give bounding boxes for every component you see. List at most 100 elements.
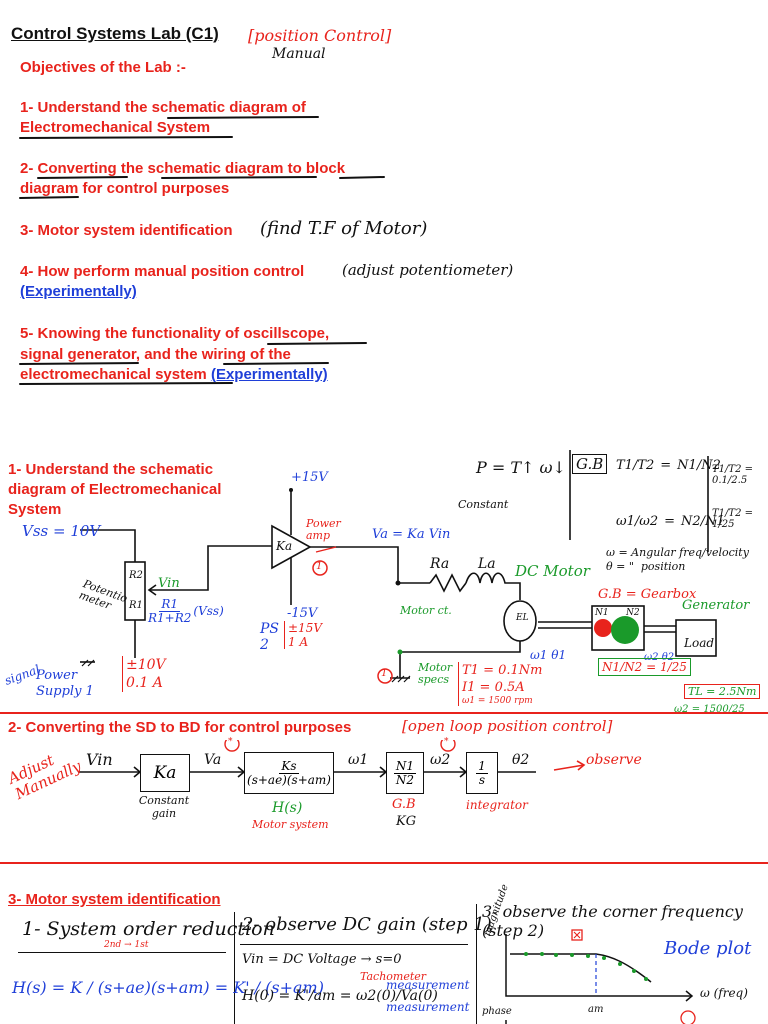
objective-5: 5- Knowing the functionality of oscillsc… <box>20 324 329 386</box>
load-shaft-label: ω2 θ2 <box>644 652 675 663</box>
generator-label: Generator <box>682 598 750 613</box>
motor-spec-torque: T1 = 0.1Nm <box>462 663 543 678</box>
vss-label: Vss = 10V <box>22 522 101 540</box>
objectives-heading: Objectives of the Lab :- <box>20 59 186 76</box>
objective-4-experimental: (Experimentally) <box>20 283 137 300</box>
va-equation: Va = Ka Vin <box>372 527 451 542</box>
bd-w1-label: ω1 <box>348 752 369 768</box>
supply-spec-current: 0.1 A <box>126 675 163 691</box>
section1-title: 1- Understand the schematic diagram of E… <box>8 460 221 520</box>
motor-spec-current: I1 = 0.5A <box>462 680 525 695</box>
col1-title-underline <box>18 952 226 953</box>
power-amp-label: Power amp <box>306 517 341 542</box>
pot-eq-den: R1+R2 <box>148 610 192 625</box>
section2-title: 2- Converting the SD to BD for control p… <box>8 719 352 736</box>
col2-title: 2- observe DC gain (step 1) <box>242 914 492 935</box>
objective-underlines <box>19 116 385 385</box>
gb-value-1: T1/T2 = 0.1/2.5 <box>712 464 753 486</box>
theta-definition: θ = " position <box>606 560 686 573</box>
gb-speed-relation: ω1/ω2=N2/N1 <box>616 514 725 529</box>
bd-theta2-label: θ2 <box>512 752 530 768</box>
motor-ct-label: Motor ct. <box>400 604 452 617</box>
col2-title-underline <box>240 944 468 945</box>
gb-torque-left: T1/T2 <box>616 458 655 473</box>
motor-specs-label: Motor specs <box>418 661 453 686</box>
ps2-spec-current: 1 A <box>288 635 309 649</box>
gear-ratio: N1/N2 = 1/25 <box>598 658 691 676</box>
ps2-spec-voltage: ±15V <box>288 621 322 635</box>
objective-4: 4- How perform manual position control <box>20 263 305 280</box>
section-divider-bottom <box>0 862 768 864</box>
bd-va-label: Va <box>204 752 222 768</box>
objective-5-experimental: (Experimentally) <box>210 366 328 383</box>
gear-n2-label: N2 <box>626 608 640 618</box>
objective-3-note: (find T.F of Motor) <box>260 218 428 239</box>
pot-eq-num: R1 <box>159 597 181 612</box>
col2-measurement-1: measurement <box>386 978 470 992</box>
objective-5-line2: signal generator, and the wiring of the <box>20 345 291 363</box>
gb-title: G.B <box>572 454 608 474</box>
load-label: Load <box>684 636 715 650</box>
omega-definition: ω = Angular freq/velocity <box>606 546 749 559</box>
ground-marker: 1 <box>381 668 388 679</box>
constant-label: Constant <box>458 498 509 511</box>
ps2-label: PS 2 <box>260 621 280 653</box>
objective-5-line1: 5- Knowing the functionality of oscillsc… <box>20 325 330 342</box>
gearbox-label: G.B = Gearbox <box>598 587 697 602</box>
bd-ka-block: Ka <box>140 754 190 792</box>
col3-title: 3- observe the corner frequency (step 2) <box>482 902 743 940</box>
section3-title: 3- Motor system identification <box>8 891 221 908</box>
plus15-label: +15V <box>291 470 328 485</box>
vin-label: Vin <box>158 576 180 591</box>
power-supply-label: Power Supply 1 <box>36 668 94 699</box>
bd-ks-num: Ks <box>279 758 299 774</box>
objective-4-note: (adjust potentiometer) <box>342 261 514 279</box>
supply-specs: ±10V 0.1 A <box>122 656 166 692</box>
dc-motor-label: DC Motor <box>515 562 590 580</box>
integrator-label: integrator <box>466 798 528 812</box>
title-note: [position Control] <box>248 26 392 45</box>
col1-title: 1- System order reduction <box>22 918 275 940</box>
gb-speed-left: ω1/ω2 <box>616 514 659 529</box>
bd-gb-label: G.B <box>392 797 416 812</box>
section-divider-top <box>0 712 768 714</box>
section3-column-divider-1 <box>234 912 235 1024</box>
section1-title-l1: 1- Understand the schematic <box>8 461 214 478</box>
motor-specs-values: T1 = 0.1Nm I1 = 0.5A ω1 = 1500 rpm <box>458 662 542 706</box>
page-title-text: Control Systems Lab (C1) <box>11 24 219 43</box>
objective-2-line1: 2- Converting the schematic diagram to b… <box>20 160 346 177</box>
objective-5-line3: electromechanical system <box>20 366 207 383</box>
la-label: La <box>478 556 496 572</box>
objective-1-line2: Electromechanical System <box>20 119 211 136</box>
phase-label: phase <box>482 1006 512 1017</box>
pot-eq-tail: (Vss) <box>193 604 224 619</box>
bode-plot-label: Bode plot <box>664 938 752 959</box>
bd-kg-label: KG <box>396 814 417 829</box>
ra-label: Ra <box>430 556 450 572</box>
bd-int-num: 1 <box>476 758 488 774</box>
section1-title-l2: diagram of Electromechanical <box>8 481 222 498</box>
section3-column-divider-2 <box>476 904 477 1024</box>
constant-gain-label: Constant gain <box>138 794 190 820</box>
load-speed-calc: ω2 = 1500/25 <box>674 704 745 715</box>
section2-note: [open loop position control] <box>402 717 613 735</box>
omega-axis-label: ω (freq) <box>700 986 748 1000</box>
corner-am-label: am <box>588 1004 604 1015</box>
bd-int-den: s <box>478 772 486 787</box>
power-amp-marker: 1 <box>316 561 323 572</box>
col2-line1: Vin = DC Voltage → s=0 <box>242 952 402 967</box>
power-relation: P = T↑ ω↓ <box>476 458 566 477</box>
supply-spec-voltage: ±10V <box>126 657 166 673</box>
col1-equation: H(s) = K / (s+ae)(s+am) = K' / (s+am) <box>12 978 324 997</box>
bode-plot-sketch <box>505 929 696 1024</box>
col2-tachometer: Tachometer <box>360 970 427 983</box>
col1-subtitle: 2nd → 1st <box>104 940 149 950</box>
col2-measurement-2: measurement <box>386 1000 470 1014</box>
motor-spec-speed: ω1 = 1500 rpm <box>462 696 533 706</box>
bd-hs-label: H(s) <box>272 800 303 816</box>
gb-torque-relation: T1/T2=N1/N2 <box>616 458 721 473</box>
motor-shaft-label: ω1 θ1 <box>530 648 567 662</box>
load-torque: TL = 2.5Nm <box>684 684 761 699</box>
